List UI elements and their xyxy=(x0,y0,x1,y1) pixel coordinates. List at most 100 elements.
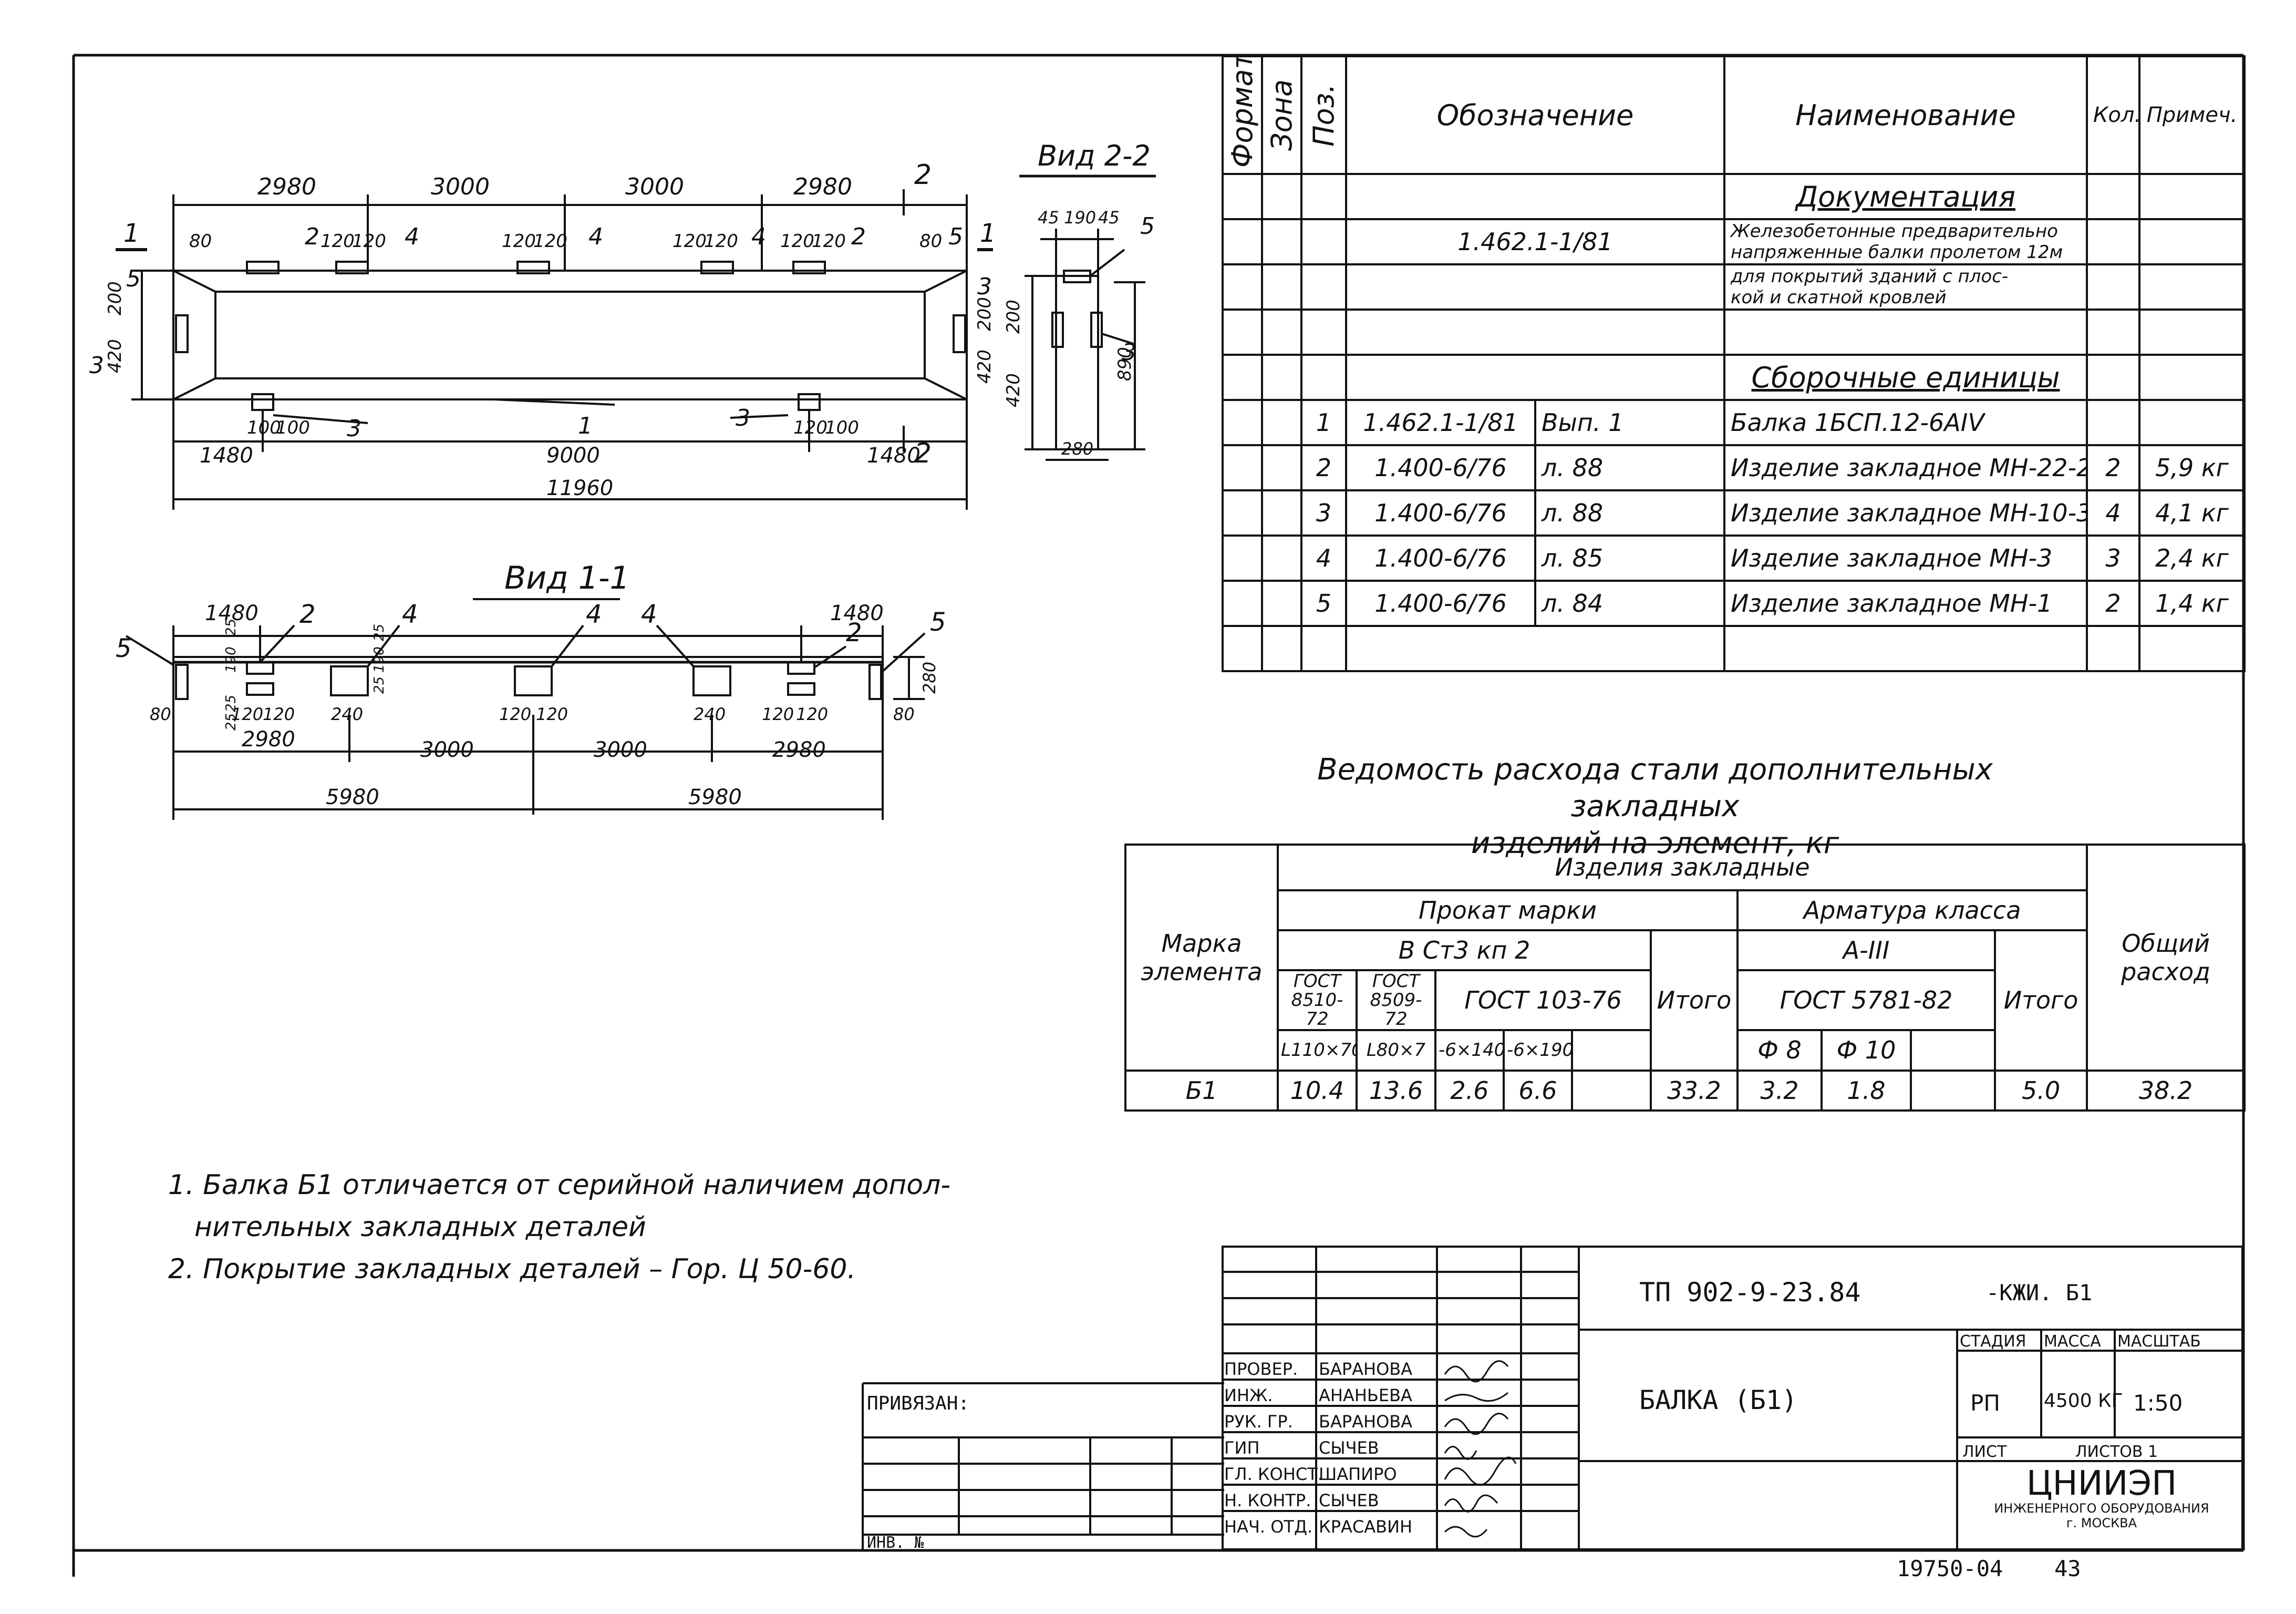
row-qty: 3 xyxy=(2086,534,2140,582)
dim-120-v11-f: 120 xyxy=(796,704,828,724)
name-chief-designer: ШАПИРО xyxy=(1319,1464,1397,1484)
dim-420-v22: 420 xyxy=(1003,373,1024,407)
v11-callout-4-a: 4 xyxy=(402,600,418,629)
dim-420-left: 420 xyxy=(105,339,126,373)
p-strip-190: -6×190 xyxy=(1503,1029,1573,1072)
row-qty xyxy=(2086,399,2140,446)
v11-callout-4-b: 4 xyxy=(586,600,602,629)
dim-5980-a: 5980 xyxy=(326,785,379,809)
dim-25-v11-d: 25 xyxy=(223,695,239,712)
row-pos: 5 xyxy=(1300,580,1347,627)
dim-25-v11-b: 25 xyxy=(371,676,387,694)
section-documentation: Документация xyxy=(1723,173,2088,220)
specification-table: Формат Зона Поз. Обозначение Наименовани… xyxy=(1222,55,2246,672)
h-items: Изделия закладные xyxy=(1276,844,2088,891)
dim-120-f: 120 xyxy=(704,231,738,252)
name-group-lead: БАРАНОВА xyxy=(1319,1412,1413,1432)
cell-itogo-2: 5.0 xyxy=(1993,1069,2088,1112)
spec-row: 2 1.400-6/76 л. 88 Изделие закладное МН-… xyxy=(1222,444,2246,491)
v11-callout-2-left: 2 xyxy=(299,600,316,629)
dim-80-v11-right: 80 xyxy=(893,704,915,724)
h-rolled: Прокат марки xyxy=(1277,889,1739,931)
row-designation: 1.400-6/76 xyxy=(1345,444,1536,491)
v11-callout-2-right: 2 xyxy=(846,618,862,647)
binding-label: ПРИВЯЗАН: xyxy=(867,1393,970,1414)
dim-2980-b: 2980 xyxy=(793,173,852,200)
cell-v4: 6.6 xyxy=(1503,1069,1573,1112)
row-designation: 1.400-6/76 xyxy=(1345,534,1536,582)
callout-4-b: 4 xyxy=(588,223,603,250)
row-pos: 4 xyxy=(1300,534,1347,582)
row-note: 2,4 кг xyxy=(2138,534,2246,582)
dim-280-v22: 280 xyxy=(1061,439,1093,459)
dim-45-b: 45 xyxy=(1098,208,1120,228)
page-number: 43 xyxy=(2054,1556,2081,1581)
drawing-name: БАЛКА (Б1) xyxy=(1639,1385,1798,1415)
dim-200-v22: 200 xyxy=(1003,300,1024,334)
name-chief-engineer: СЫЧЕВ xyxy=(1319,1438,1379,1458)
callout-3-left: 3 xyxy=(89,352,104,379)
callout-4-a: 4 xyxy=(405,223,419,250)
dim-3000-a: 3000 xyxy=(431,173,490,200)
row-name: Балка 1БСП.12-6АIV xyxy=(1723,399,2088,446)
cell-v2: 13.6 xyxy=(1356,1069,1436,1112)
dim-120-d: 120 xyxy=(533,231,567,252)
spec-row: 1 1.462.1-1/81 Вып. 1 Балка 1БСП.12-6АIV xyxy=(1222,399,2246,446)
name-checker: БАРАНОВА xyxy=(1319,1359,1413,1379)
row-name: Изделие закладное МН-1 xyxy=(1723,580,2088,627)
note-1: 1. Балка Б1 отличается от серийной налич… xyxy=(168,1169,951,1201)
signature-1 xyxy=(1444,1360,1509,1383)
scale-value: 1:50 xyxy=(2133,1390,2183,1416)
section-mark-1-left: 1 xyxy=(123,219,140,248)
dim-11960: 11960 xyxy=(546,476,613,500)
dim-120-a: 120 xyxy=(320,231,355,252)
view-2-2-title: Вид 2-2 xyxy=(1038,139,1151,172)
dim-280-v11: 280 xyxy=(919,662,939,694)
steel-row-b1: Б1 10.4 13.6 2.6 6.6 33.2 3.2 1.8 5.0 38… xyxy=(1124,1069,2246,1112)
row-sheet: Вып. 1 xyxy=(1534,399,1725,446)
role-group-lead: РУК. ГР. xyxy=(1224,1412,1293,1432)
row-designation: 1.462.1-1/81 xyxy=(1345,399,1536,446)
section-mark-2-top: 2 xyxy=(914,159,932,191)
cell-total: 38.2 xyxy=(2086,1069,2246,1112)
mass-header: МАССА xyxy=(2044,1332,2101,1351)
spec-row: 3 1.400-6/76 л. 88 Изделие закладное МН-… xyxy=(1222,489,2246,537)
view-1-1-title: Вид 1-1 xyxy=(504,560,630,597)
role-norm-control: Н. КОНТР. xyxy=(1224,1490,1311,1510)
stage-header: СТАДИЯ xyxy=(1960,1332,2026,1351)
sheets-header: ЛИСТОВ 1 xyxy=(2075,1443,2158,1461)
h-gost-8509: ГОСТ 8509-72 xyxy=(1356,969,1436,1032)
dim-190-v11-a: 190 xyxy=(223,646,239,673)
signature-3 xyxy=(1444,1413,1509,1435)
plan-view: 2980 3000 3000 2980 80 120 120 120 120 1… xyxy=(89,159,993,510)
p-strip-140: -6×140 xyxy=(1434,1029,1505,1072)
p-angle-110: L110×70×8 xyxy=(1277,1029,1358,1072)
col-format: Формат xyxy=(1223,56,1262,174)
col-pos: Поз. xyxy=(1301,56,1346,174)
dim-3000-v11-a: 3000 xyxy=(420,738,474,762)
dim-80-right: 80 xyxy=(919,231,942,252)
dim-1480-b: 1480 xyxy=(867,444,921,468)
dim-120-i: 120 xyxy=(793,417,828,438)
org-city: г. МОСКВА xyxy=(2066,1516,2137,1530)
scale-header: МАСШТАБ xyxy=(2117,1332,2201,1351)
signatures xyxy=(1444,1360,1517,1538)
row-note: 4,1 кг xyxy=(2138,489,2246,537)
stage-value: РП xyxy=(1970,1390,2000,1416)
dim-9000: 9000 xyxy=(546,444,600,468)
signature-5 xyxy=(1444,1456,1517,1486)
dim-420-right: 420 xyxy=(974,349,993,384)
view-2-2: Вид 2-2 45 190 45 5 420 200 890 3 280 xyxy=(1003,139,1156,461)
row-sheet: л. 88 xyxy=(1534,489,1725,537)
dim-190-v11-b: 190 xyxy=(371,646,387,673)
cell-itogo: 33.2 xyxy=(1650,1069,1739,1112)
dim-80-left: 80 xyxy=(189,231,212,252)
dim-3000-v11-b: 3000 xyxy=(594,738,647,762)
row-sheet: л. 88 xyxy=(1534,444,1725,491)
h-gost-103: ГОСТ 103-76 xyxy=(1434,969,1652,1032)
doc-name-b: для покрытий зданий с плос-кой и скатной… xyxy=(1723,263,2088,311)
callout-2-a: 2 xyxy=(305,223,319,250)
dim-190: 190 xyxy=(1064,208,1096,228)
h-rebar: Арматура класса xyxy=(1736,889,2088,931)
role-chief-engineer: ГИП xyxy=(1224,1438,1260,1458)
